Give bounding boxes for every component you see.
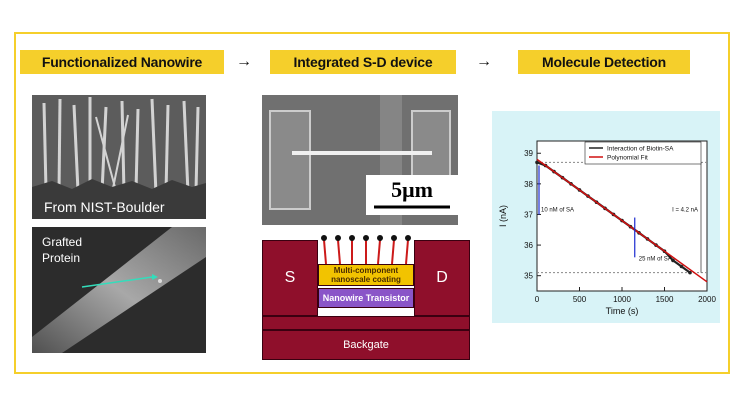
sem-image-grafted-protein: Grafted Protein — [32, 227, 206, 353]
nanowire-forest-graphic — [32, 95, 206, 219]
grafted-wire-graphic — [32, 227, 206, 353]
sem-image-nanowire-array: From NIST-Boulder — [32, 95, 206, 219]
y-tick-label: 36 — [524, 241, 533, 250]
y-tick-label: 38 — [524, 180, 533, 189]
grafted-label-line1: Grafted — [42, 235, 83, 249]
drain-electrode: D — [414, 240, 470, 316]
y-tick-label: 37 — [524, 210, 533, 219]
drain-label: D — [436, 269, 448, 286]
transistor-label: Nanowire Transistor — [322, 293, 410, 303]
sem-caption: From NIST-Boulder — [44, 199, 165, 215]
stage-header-molecule-detection: Molecule Detection — [518, 50, 690, 74]
nanowire-transistor: Nanowire Transistor — [318, 288, 414, 308]
x-axis-label: Time (s) — [606, 306, 639, 316]
current-vs-time-chart: 35 36 37 38 39 0 500 1000 1500 2000 10 nM of SA 2… — [498, 140, 716, 316]
arrow-icon: → — [236, 53, 252, 70]
y-axis-label: I (nA) — [498, 205, 508, 227]
annotation-label: I = 4.2 nA — [672, 207, 698, 213]
data-point — [679, 264, 684, 269]
data-point — [688, 270, 692, 275]
x-tick-label: 2000 — [698, 295, 716, 304]
backgate: Backgate — [262, 330, 470, 360]
coating-label-line1: Multi-component — [333, 266, 399, 275]
plot-area — [536, 140, 708, 292]
x-tick-label: 1000 — [613, 295, 631, 304]
device-schematic: S D Multi-component nanoscale coating Na… — [262, 230, 476, 364]
legend-label-fit: Polynomial Fit — [607, 155, 648, 162]
x-tick-label: 1500 — [656, 295, 674, 304]
annotation-label: 10 nM of SA — [541, 207, 574, 213]
substrate-layer — [262, 316, 470, 330]
y-tick-label: 35 — [524, 272, 533, 281]
nanoscale-coating: Multi-component nanoscale coating — [318, 264, 414, 286]
molecule-probes-graphic — [321, 235, 411, 265]
stage-header-integrated-sd-device: Integrated S-D device — [270, 50, 456, 74]
data-point — [535, 160, 539, 165]
stage-header-functionalized-nanowire: Functionalized Nanowire — [20, 50, 224, 74]
x-tick-label: 0 — [535, 295, 540, 304]
arrow-icon: → — [476, 53, 492, 70]
backgate-label: Backgate — [343, 339, 389, 351]
coating-label-line2: nanoscale coating — [331, 275, 401, 284]
source-electrode: S — [262, 240, 318, 316]
data-point — [671, 258, 675, 263]
device-electrodes-graphic — [262, 95, 458, 225]
legend-box — [584, 141, 702, 165]
polynomial-fit-line — [536, 158, 708, 283]
figure-frame — [14, 32, 730, 374]
x-tick-label: 500 — [573, 295, 587, 304]
legend-label-data: Interaction of Biotin-SA — [607, 146, 674, 153]
source-label: S — [284, 269, 296, 286]
scale-bar-label: 5μm — [391, 177, 433, 202]
sem-image-device: 5μm — [262, 95, 458, 225]
y-tick-label: 39 — [524, 149, 533, 158]
grafted-label-line2: Protein — [42, 251, 81, 265]
annotation-label: 25 nM of SA — [639, 256, 672, 262]
detection-plot-panel: 35 36 37 38 39 0 500 1000 1500 2000 10 nM of SA 2… — [492, 111, 720, 323]
